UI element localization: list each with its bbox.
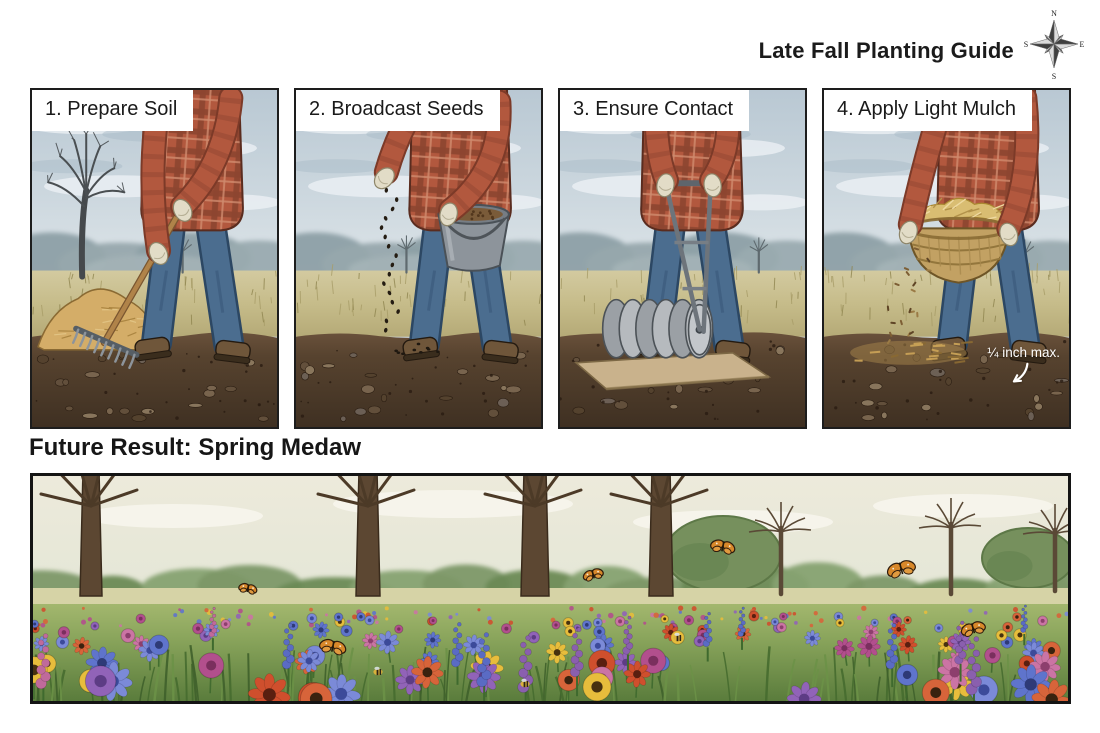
- lawn-roller-illustration: [560, 90, 805, 427]
- mulch-depth-annotation: ¼ inch max.: [987, 345, 1060, 389]
- mulch-depth-text: ¼ inch max.: [987, 345, 1060, 360]
- step-1-panel: 1. Prepare Soil: [30, 88, 279, 429]
- steps-row: 1. Prepare Soil 2. Broadcast Seeds 3. En…: [30, 88, 1071, 429]
- step-2-label-text: 2. Broadcast Seeds: [309, 98, 484, 120]
- step-4-panel: 4. Apply Light Mulch ¼ inch max.: [822, 88, 1071, 429]
- compass-rose-icon: N E S S: [1024, 9, 1085, 81]
- step-2-panel: 2. Broadcast Seeds: [294, 88, 543, 429]
- step-3-label: 3. Ensure Contact: [560, 90, 750, 131]
- step-1-label-text: 1. Prepare Soil: [45, 98, 178, 120]
- compass-west-label: S: [1024, 40, 1028, 49]
- step-2-label: 2. Broadcast Seeds: [296, 90, 500, 131]
- soil-raking-illustration: [32, 90, 277, 427]
- curved-arrow-icon: [1012, 362, 1029, 383]
- step-1-label: 1. Prepare Soil: [32, 90, 194, 131]
- future-result-heading: Future Result: Spring Medaw: [29, 434, 362, 461]
- seed-broadcasting-illustration: [296, 90, 541, 427]
- page-title: Late Fall Planting Guide: [758, 38, 1014, 63]
- step-3-label-text: 3. Ensure Contact: [573, 98, 734, 120]
- compass-star: [1029, 19, 1079, 69]
- compass-north-label: N: [1051, 9, 1057, 18]
- step-4-label: 4. Apply Light Mulch: [824, 90, 1032, 131]
- header: Late Fall Planting Guide N E S S: [759, 6, 1086, 82]
- meadow-panel: [30, 473, 1071, 704]
- spring-meadow-illustration: [33, 476, 1068, 701]
- step-4-label-text: 4. Apply Light Mulch: [837, 98, 1016, 120]
- compass-south-label: S: [1052, 72, 1056, 81]
- compass-east-label: E: [1080, 40, 1085, 49]
- step-3-panel: 3. Ensure Contact: [558, 88, 807, 429]
